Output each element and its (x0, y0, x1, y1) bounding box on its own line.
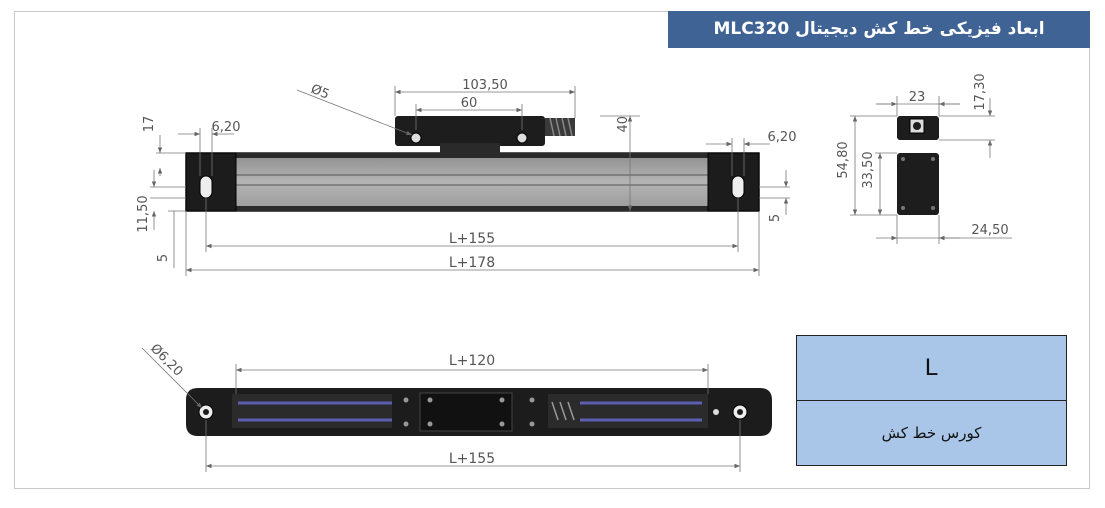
dim-l-155-bottom: L+155 (449, 451, 495, 467)
drawing-title: ابعاد فیزیکی خط کش دیجیتال MLC320 (668, 11, 1090, 48)
drawing-frame (14, 11, 1090, 489)
dim-23: 23 (909, 90, 926, 105)
dim-11-50: 11,50 (136, 195, 151, 232)
legend-table: L کورس خط کش (796, 335, 1067, 466)
side-view: 23 17,30 54,80 33,50 24,50 (836, 73, 1012, 244)
dim-40: 40 (616, 116, 631, 133)
dim-33-50: 33,50 (861, 151, 876, 188)
dim-5-right: 5 (768, 214, 783, 222)
dim-6-20-right: 6,20 (768, 130, 797, 145)
dim-103-50: 103,50 (462, 78, 508, 93)
dim-54-80: 54,80 (836, 141, 851, 178)
dim-l-155-top: L+155 (449, 231, 495, 247)
bottom-view: Ø6,20 L+120 L+155 (141, 341, 772, 472)
dim-l-120: L+120 (449, 353, 495, 369)
legend-symbol: L (797, 336, 1066, 401)
dim-6-20-left: 6,20 (212, 120, 241, 135)
legend-description: کورس خط کش (881, 424, 982, 442)
dim-l-178: L+178 (449, 255, 495, 271)
dim-diameter-6-20: Ø6,20 (147, 341, 185, 379)
dim-diameter-5: Ø5 (309, 82, 332, 103)
dim-5-left: 5 (156, 254, 171, 262)
front-view: 103,50 60 Ø5 40 17 6,20 11,50 5 6,20 5 L… (136, 78, 796, 276)
dim-24-50: 24,50 (971, 223, 1008, 238)
dim-17-30: 17,30 (973, 73, 988, 110)
dim-17: 17 (142, 116, 157, 133)
dim-60: 60 (461, 96, 478, 111)
